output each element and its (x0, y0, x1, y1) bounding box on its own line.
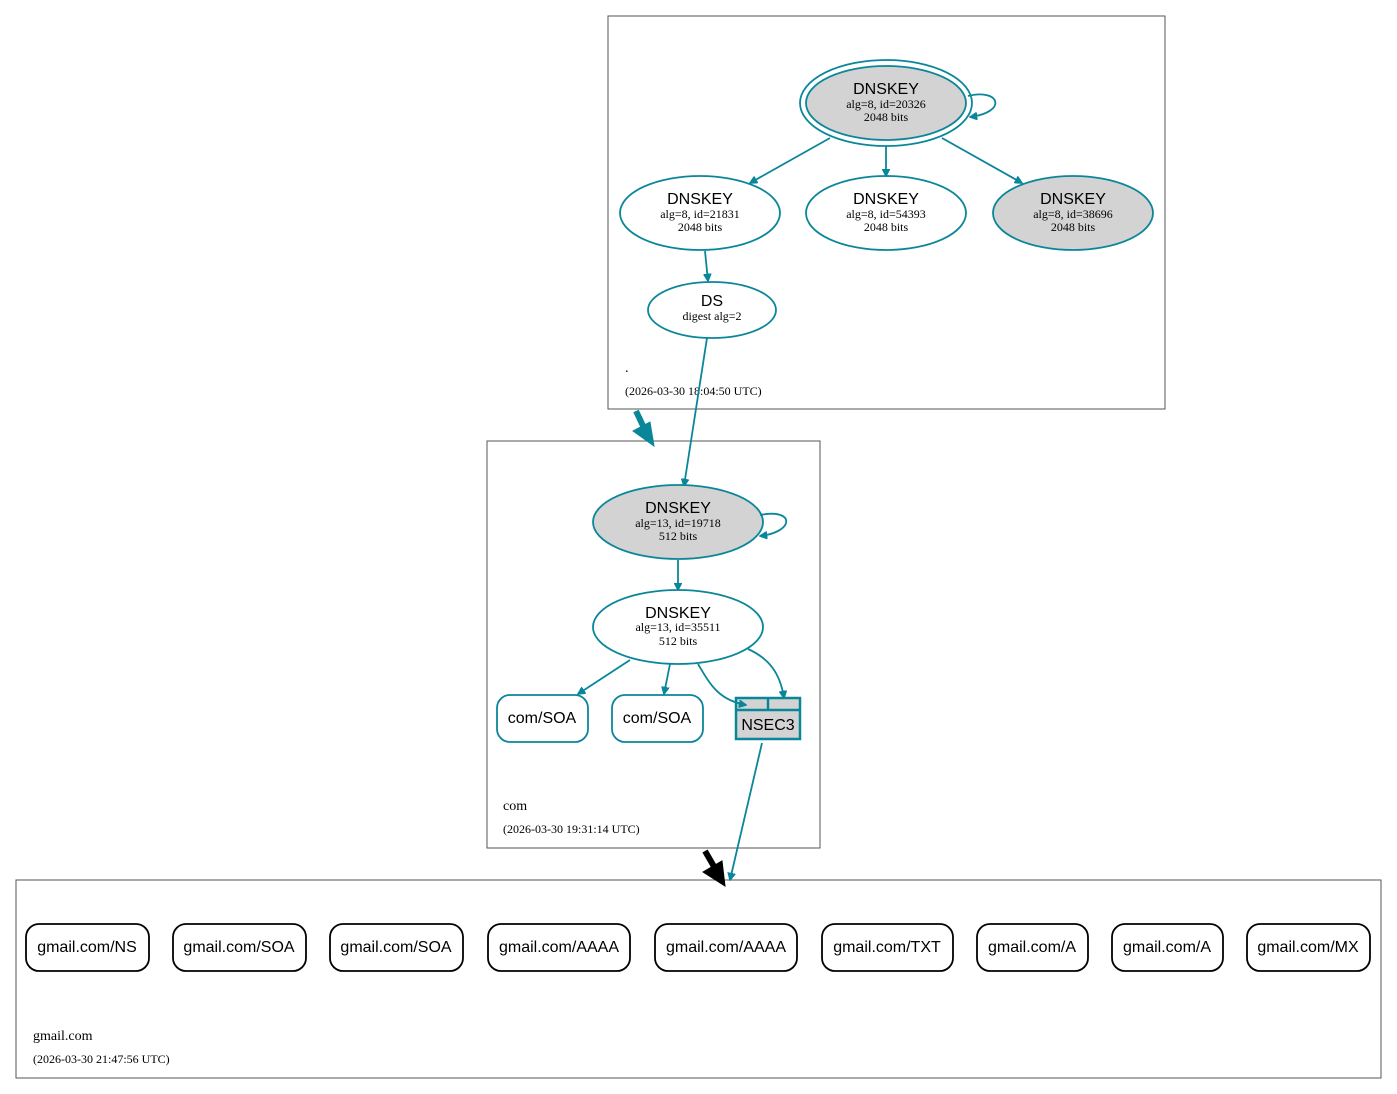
gmail-ns-label: gmail.com/NS (37, 939, 137, 956)
root-ksk-title: DNSKEY (853, 81, 919, 98)
com-nsec3-label: NSEC3 (741, 717, 794, 734)
gmail-aaaa-label-2: gmail.com/AAAA (666, 939, 786, 956)
zone-gmail-timestamp: (2026-03-30 21:47:56 UTC) (33, 1052, 170, 1066)
gmail-a-label-1: gmail.com/A (988, 939, 1076, 956)
com-ksk-title: DNSKEY (645, 500, 711, 517)
com-soa-rrset-1[interactable]: com/SOA (496, 694, 589, 743)
com-soa-label-1: com/SOA (508, 710, 577, 727)
delegation-root-com-arrowhead (632, 421, 655, 448)
ds-to-com-ksk-edge (684, 337, 708, 486)
root-zsk-21831-size: 2048 bits (678, 220, 723, 234)
gmail-a-rrset-1[interactable]: gmail.com/A (976, 923, 1089, 972)
root-ds-node[interactable]: DS digest alg=2 (647, 281, 777, 339)
gmail-aaaa-label-1: gmail.com/AAAA (499, 939, 619, 956)
zone-gmail-name: gmail.com (33, 1029, 93, 1044)
root-zsk-38696-params: alg=8, id=38696 (1033, 207, 1113, 221)
com-ksk-self-edge (760, 512, 788, 536)
root-zsk-21831-params: alg=8, id=21831 (660, 207, 740, 221)
com-zsk-to-soa-2-edge (664, 663, 671, 694)
zone-gmail-box (15, 879, 1382, 1079)
com-soa-label-2: com/SOA (623, 710, 692, 727)
zone-root-name: . (625, 361, 629, 376)
gmail-mx-label: gmail.com/MX (1257, 939, 1359, 956)
gmail-txt-rrset[interactable]: gmail.com/TXT (821, 923, 954, 972)
root-ksk-to-zsk-21831-edge (750, 137, 831, 183)
gmail-soa-label-2: gmail.com/SOA (340, 939, 451, 956)
com-zsk-to-soa-1-edge (578, 659, 631, 694)
root-zsk-38696-size: 2048 bits (1051, 220, 1096, 234)
root-zsk-21831-node[interactable]: DNSKEY alg=8, id=21831 2048 bits (619, 175, 781, 251)
root-ksk-to-zsk-38696-edge (941, 137, 1022, 183)
root-ksk-params: alg=8, id=20326 (846, 97, 926, 111)
root-ds-title: DS (701, 293, 723, 310)
root-zsk-54393-params: alg=8, id=54393 (846, 207, 926, 221)
gmail-aaaa-rrset-1[interactable]: gmail.com/AAAA (487, 923, 631, 972)
zone-root-timestamp: (2026-03-30 18:04:50 UTC) (625, 384, 762, 398)
gmail-ns-rrset[interactable]: gmail.com/NS (25, 923, 150, 972)
gmail-soa-rrset-2[interactable]: gmail.com/SOA (329, 923, 464, 972)
root-zsk-to-ds-edge (705, 250, 708, 281)
com-zsk-node[interactable]: DNSKEY alg=13, id=35511 512 bits (592, 589, 764, 665)
root-zsk-38696-node[interactable]: DNSKEY alg=8, id=38696 2048 bits (992, 175, 1154, 251)
com-ksk-size: 512 bits (659, 529, 698, 543)
root-ksk-node[interactable]: DNSKEY alg=8, id=20326 2048 bits (799, 59, 973, 147)
com-zsk-title: DNSKEY (645, 605, 711, 622)
com-zsk-to-nsec3-right-edge (747, 648, 784, 698)
gmail-a-label-2: gmail.com/A (1123, 939, 1211, 956)
com-ksk-params: alg=13, id=19718 (635, 516, 721, 530)
delegation-root-com-line (633, 409, 647, 430)
root-zsk-54393-title: DNSKEY (853, 191, 919, 208)
gmail-soa-label-1: gmail.com/SOA (183, 939, 294, 956)
root-ksk-self-edge (967, 93, 997, 117)
gmail-txt-label: gmail.com/TXT (833, 939, 941, 956)
gmail-mx-rrset[interactable]: gmail.com/MX (1246, 923, 1371, 972)
com-soa-rrset-2[interactable]: com/SOA (611, 694, 704, 743)
com-zsk-to-nsec3-left-edge (697, 663, 746, 705)
root-zsk-54393-size: 2048 bits (864, 220, 909, 234)
com-ksk-node[interactable]: DNSKEY alg=13, id=19718 512 bits (592, 484, 764, 560)
gmail-soa-rrset-1[interactable]: gmail.com/SOA (172, 923, 307, 972)
gmail-a-rrset-2[interactable]: gmail.com/A (1111, 923, 1224, 972)
gmail-aaaa-rrset-2[interactable]: gmail.com/AAAA (654, 923, 798, 972)
root-zsk-38696-title: DNSKEY (1040, 191, 1106, 208)
root-ksk-size: 2048 bits (864, 110, 909, 124)
delegation-com-gmail-arrowhead (702, 860, 726, 887)
com-zsk-size: 512 bits (659, 634, 698, 648)
zone-com-name: com (503, 799, 527, 814)
root-ds-params: digest alg=2 (682, 309, 741, 323)
nsec3-to-gmail-edge (730, 742, 763, 880)
root-zsk-54393-node[interactable]: DNSKEY alg=8, id=54393 2048 bits (805, 175, 967, 251)
root-zsk-21831-title: DNSKEY (667, 191, 733, 208)
com-zsk-params: alg=13, id=35511 (635, 620, 720, 634)
zone-com-timestamp: (2026-03-30 19:31:14 UTC) (503, 822, 640, 836)
